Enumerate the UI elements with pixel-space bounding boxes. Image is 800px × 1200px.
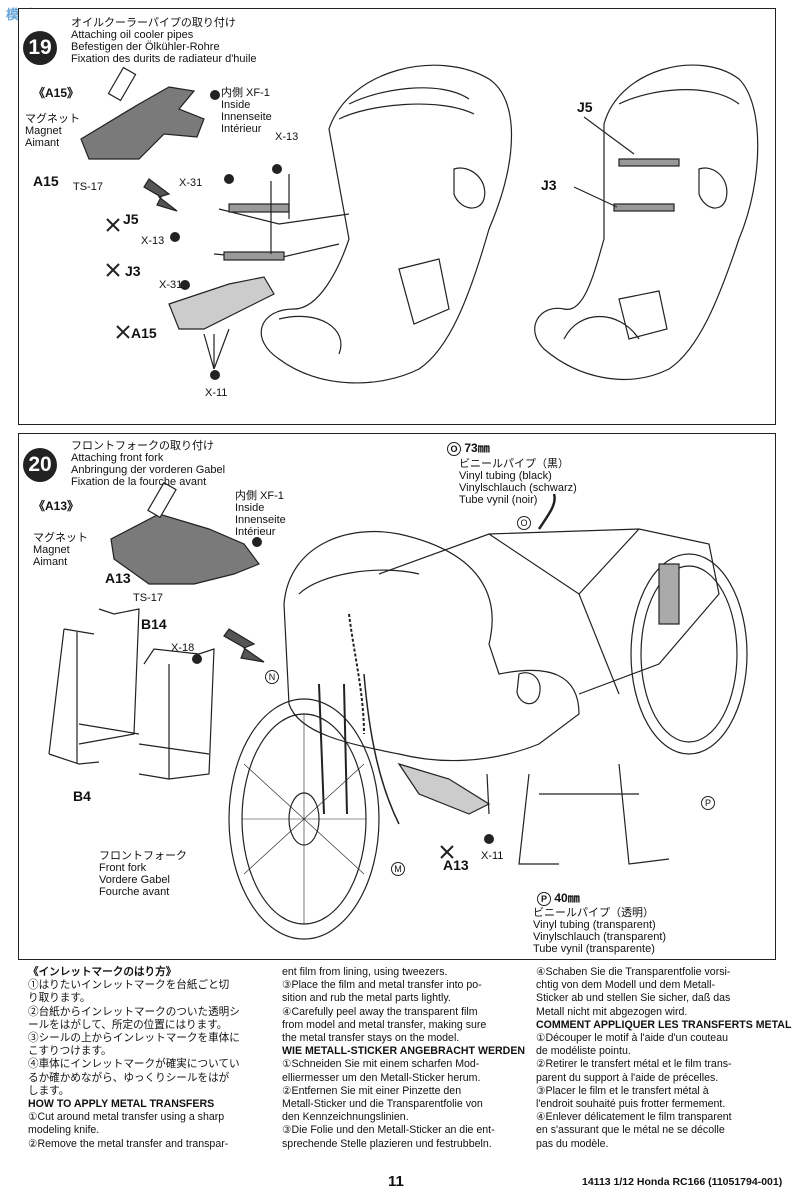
page-number: 11 bbox=[388, 1173, 404, 1190]
instruction-line: ④車体にインレットマークが確実についてい bbox=[28, 1058, 240, 1071]
instructions-column-3: ④Schaben Sie die Transparentfolie vorsi-… bbox=[536, 966, 791, 1151]
instruction-line: ①Découper le motif à l'aide d'un couteau bbox=[536, 1032, 728, 1045]
tube-o-description: ビニールパイプ（黒）Vinyl tubing (black) Vinylschl… bbox=[459, 458, 577, 506]
ts17-label: TS-17 bbox=[133, 592, 163, 604]
instruction-line: ②台紙からインレットマークのついた透明シ bbox=[28, 1005, 240, 1018]
part-a15-label: A15 bbox=[33, 173, 59, 189]
instruction-line: します。 bbox=[28, 1084, 70, 1097]
instruction-line: en s'assurant que le métal ne se décolle bbox=[536, 1124, 725, 1137]
marker-n: N bbox=[265, 670, 279, 684]
instruction-line: ④Enlever délicatement le film transparen… bbox=[536, 1111, 732, 1124]
instruction-line: ールをはがして、所定の位置にはります。 bbox=[28, 1018, 228, 1031]
instruction-line: Sticker ab und stellen Sie sicher, daß d… bbox=[536, 992, 731, 1005]
part-b14-label: B14 bbox=[141, 616, 167, 632]
step-number-badge: 19 bbox=[23, 31, 57, 65]
instruction-line: ③Placer le film et le transfert métal à bbox=[536, 1084, 709, 1097]
instruction-line: 《インレットマークのはり方》 bbox=[28, 966, 177, 978]
x18-label: X-18 bbox=[171, 642, 195, 654]
instruction-line: り取ります。 bbox=[28, 992, 91, 1005]
part-a15-bottom-label: A15 bbox=[131, 325, 157, 341]
instruction-line: l'endroit souhaité puis frotter fermemen… bbox=[536, 1098, 726, 1111]
part-o-badge: O bbox=[447, 442, 461, 456]
instruction-line: pas du modèle. bbox=[536, 1137, 609, 1150]
part-p-badge: P bbox=[537, 892, 551, 906]
instruction-line: modeling knife. bbox=[28, 1124, 100, 1137]
product-code: 14113 1/12 Honda RC166 (11051794-001) bbox=[582, 1176, 783, 1188]
x11-label: X-11 bbox=[481, 850, 504, 862]
right-j3-label: J3 bbox=[541, 177, 557, 193]
instruction-line: ③シールの上からインレットマークを車体に bbox=[28, 1032, 240, 1045]
instruction-line: るか確かめながら、ゆっくりシールをはが bbox=[28, 1071, 230, 1084]
instruction-line: parent du support à l'aide de précelles. bbox=[536, 1071, 719, 1084]
instruction-line: ①Schneiden Sie mit einem scharfen Mod- bbox=[282, 1058, 480, 1071]
instruction-line: こすりつけます。 bbox=[28, 1045, 112, 1058]
x13-mid-label: X-13 bbox=[141, 235, 165, 247]
instruction-line: ③Die Folie und den Metall-Sticker an die… bbox=[282, 1124, 495, 1137]
part-j5-label: J5 bbox=[123, 211, 139, 227]
instruction-line: ④Schaben Sie die Transparentfolie vorsi- bbox=[536, 966, 731, 978]
instruction-line: chtig von dem Modell und dem Metall- bbox=[536, 979, 716, 992]
marker-m: M bbox=[391, 862, 405, 876]
instruction-line: ③Place the film and metal transfer into … bbox=[282, 979, 482, 992]
instruction-line: ①Cut around metal transfer using a sharp bbox=[28, 1111, 225, 1124]
marker-p: P bbox=[701, 796, 715, 810]
instruction-line: ②Retirer le transfert métal et le film t… bbox=[536, 1058, 732, 1071]
right-j5-label: J5 bbox=[577, 99, 593, 115]
instructions-column-2: ent film from lining, using tweezers.③Pl… bbox=[282, 966, 525, 1151]
instruction-line: ent film from lining, using tweezers. bbox=[282, 966, 448, 978]
instruction-line: COMMENT APPLIQUER LES TRANSFERTS METAL bbox=[536, 1018, 792, 1031]
part-a13-marked-label: 《A13》 bbox=[33, 499, 80, 513]
instruction-line: ②Entfernen Sie mit einer Pinzette den bbox=[282, 1084, 462, 1097]
instruction-line: sition and rub the metal parts lightly. bbox=[282, 992, 451, 1005]
part-j3-label: J3 bbox=[125, 263, 141, 279]
part-a13-label: A13 bbox=[105, 570, 131, 586]
instruction-line: from model and metal transfer, making su… bbox=[282, 1018, 487, 1031]
step-number-badge: 20 bbox=[23, 448, 57, 482]
x13-top-label: X-13 bbox=[275, 131, 299, 143]
part-b4-label: B4 bbox=[73, 788, 91, 804]
tube-p-length-label: P 40㎜ bbox=[537, 892, 580, 906]
instruction-line: sprechende Stelle plazieren und festrubb… bbox=[282, 1137, 492, 1150]
instruction-line: de modéliste pointu. bbox=[536, 1045, 631, 1058]
instruction-line: WIE METALL-STICKER ANGEBRACHT WERDEN bbox=[282, 1045, 526, 1058]
instruction-line: den Kennzeichnungslinien. bbox=[282, 1111, 409, 1124]
x11-label: X-11 bbox=[205, 387, 228, 399]
x31-top-label: X-31 bbox=[179, 177, 203, 189]
instruction-line: Metall nicht mit abgezogen wird. bbox=[536, 1005, 688, 1018]
step-19-illustration bbox=[80, 64, 759, 384]
x31-bottom-label: X-31 bbox=[159, 279, 183, 291]
instruction-line: ④Carefully peel away the transparent fil… bbox=[282, 1005, 478, 1018]
instruction-line: ①はりたいインレットマークを台紙ごと切 bbox=[28, 979, 230, 992]
part-a15-marked-label: 《A15》 bbox=[33, 86, 80, 100]
tube-p-description: ビニールパイプ（透明）Vinyl tubing (transparent) Vi… bbox=[533, 907, 667, 955]
instruction-line: ②Remove the metal transfer and transpar- bbox=[28, 1137, 229, 1150]
step-20-illustration bbox=[48, 481, 748, 940]
instruction-line: elliermesser um den Metall-Sticker herum… bbox=[282, 1071, 481, 1084]
ts17-label: TS-17 bbox=[73, 181, 103, 193]
marker-o: O bbox=[517, 516, 531, 530]
tube-o-length-label: O 73㎜ bbox=[447, 442, 490, 456]
instruction-line: the metal transfer stays on the model. bbox=[282, 1032, 460, 1045]
part-a13-bottom-label: A13 bbox=[443, 857, 469, 873]
instruction-line: Metall-Sticker und die Transparentfolie … bbox=[282, 1098, 483, 1111]
instructions-column-1: 《インレットマークのはり方》①はりたいインレットマークを台紙ごと切 り取ります。… bbox=[28, 966, 240, 1151]
instruction-line: HOW TO APPLY METAL TRANSFERS bbox=[28, 1098, 215, 1111]
